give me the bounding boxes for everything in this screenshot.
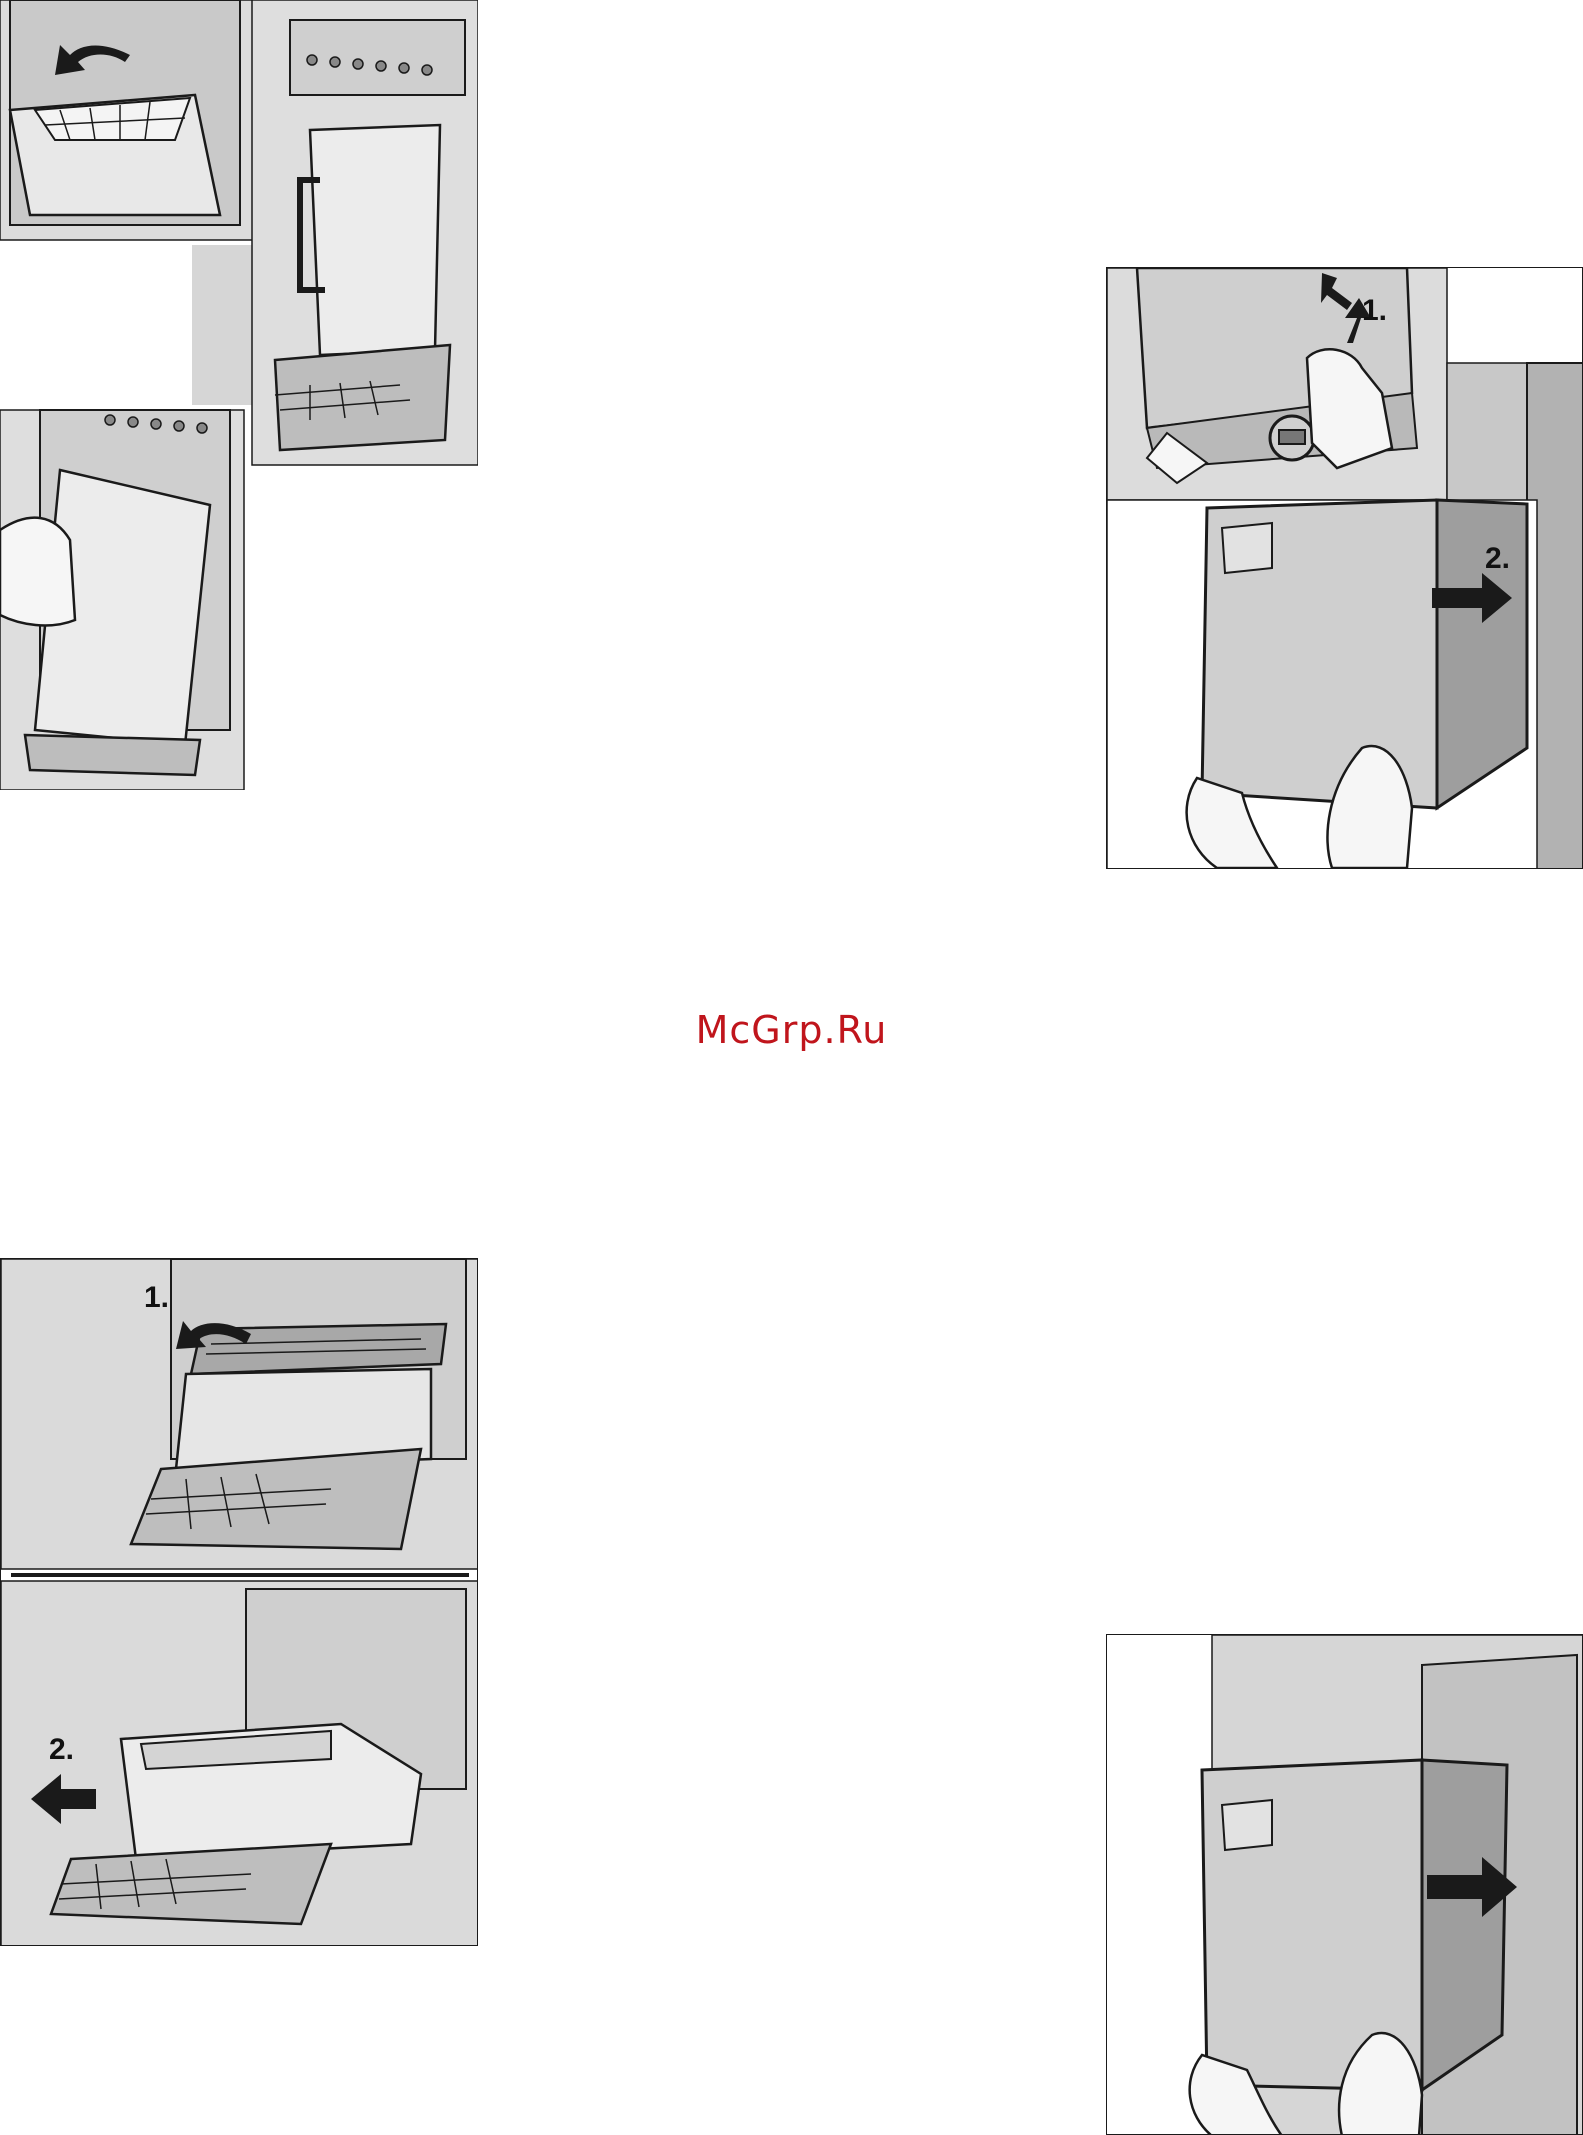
- watermark-text: McGrp.Ru: [696, 1008, 888, 1052]
- watermark: McGrp.Ru: [0, 1008, 1583, 1052]
- figure-drip-tray-removal: 1. 2.: [0, 1258, 478, 1946]
- step-label-1: 1.: [1362, 294, 1387, 327]
- step-label-2: 2.: [1485, 542, 1510, 575]
- ice-bin-removal-illustration: 1. 2.: [1107, 268, 1583, 869]
- figure-dispenser-cleaning: [0, 0, 478, 790]
- figure-ice-bin-insertion: [1106, 1634, 1583, 2135]
- figure-ice-bin-removal: 1. 2.: [1106, 267, 1583, 869]
- hand-illustration: [0, 518, 75, 626]
- dispenser-cleaning-illustration: [0, 0, 478, 790]
- drip-tray-removal-illustration: 1. 2.: [1, 1259, 478, 1946]
- step-label-2: 2.: [49, 1733, 74, 1766]
- step-label-1: 1.: [144, 1281, 169, 1314]
- ice-bin-insertion-illustration: [1107, 1635, 1583, 2135]
